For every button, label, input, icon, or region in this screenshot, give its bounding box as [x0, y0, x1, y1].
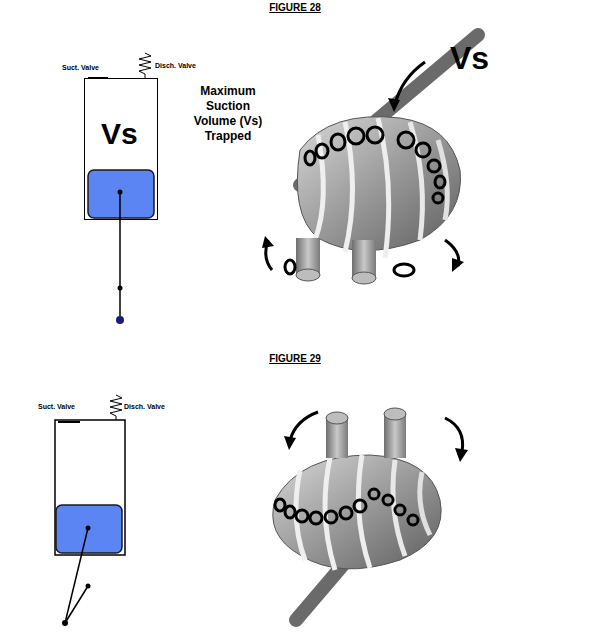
cylinder-box: Vs: [84, 78, 158, 220]
screw-rotors-28: [262, 35, 478, 284]
valve-label: Disch. Valve: [124, 403, 165, 410]
valve-label: Disch. Valve: [155, 62, 196, 69]
note: Maximum Suction Volume (Vs) Trapped: [188, 84, 268, 144]
figure-title: FIGURE 28: [0, 2, 590, 13]
screw-rotors-29: [273, 408, 468, 620]
valve-label: Suct. Valve: [38, 403, 75, 410]
volume-label: Vs: [101, 117, 157, 151]
cylinder-29: [55, 395, 125, 626]
discharge-spring: [110, 395, 122, 420]
volume-label: Vs: [450, 40, 489, 77]
connecting-rod: [119, 192, 121, 320]
figure-title: FIGURE 29: [0, 353, 590, 364]
discharge-spring: [139, 53, 151, 78]
suction-valve: [58, 421, 80, 423]
trapped-volume-rings: [275, 489, 418, 525]
valve-label: Suct. Valve: [62, 64, 99, 71]
piston: [88, 170, 154, 218]
piston: [56, 505, 122, 553]
trapped-volume-rings: [285, 127, 445, 276]
cylinder-28: [88, 53, 154, 324]
